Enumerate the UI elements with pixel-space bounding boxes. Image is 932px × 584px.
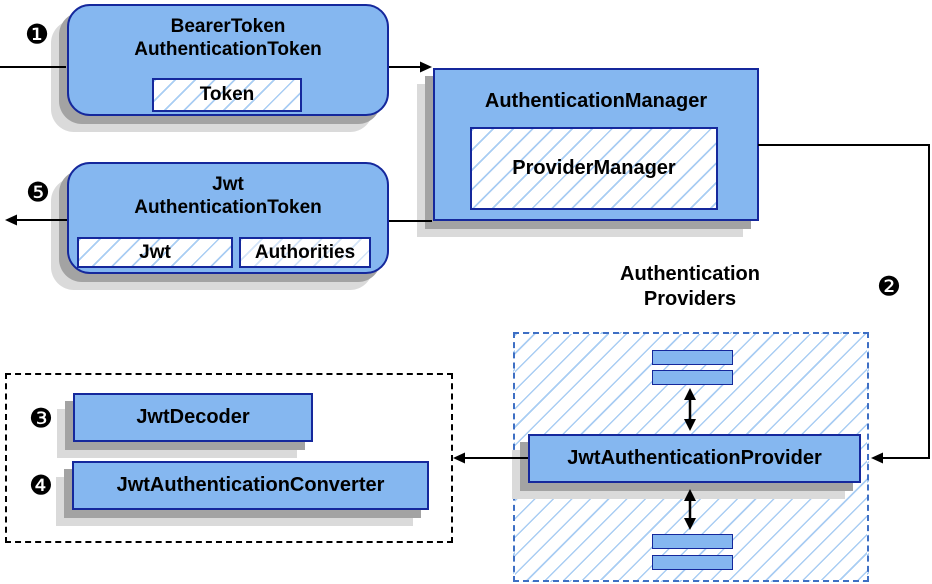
arrowhead-left-icon bbox=[5, 214, 17, 226]
bearer-token-node: BearerToken AuthenticationToken Token bbox=[67, 4, 389, 116]
provider-bar bbox=[652, 350, 733, 365]
step-4-marker: ❹ bbox=[28, 470, 54, 502]
jwt-token-title: Jwt AuthenticationToken bbox=[69, 164, 387, 219]
auth-manager-title: AuthenticationManager bbox=[484, 90, 708, 112]
providers-group-label: Authentication Providers bbox=[595, 262, 785, 312]
arrowhead-right-icon bbox=[420, 61, 432, 73]
arrowhead-left-icon bbox=[453, 452, 465, 464]
step-3-marker: ❸ bbox=[28, 403, 54, 435]
step-2-marker: ❷ bbox=[876, 271, 902, 303]
authorities-chip: Authorities bbox=[239, 237, 371, 268]
provider-bar bbox=[652, 534, 733, 549]
jwt-chip: Jwt bbox=[77, 237, 233, 268]
jwt-token-title-line2: AuthenticationToken bbox=[134, 197, 322, 218]
auth-manager-node: AuthenticationManager ProviderManager bbox=[433, 68, 759, 221]
jwt-decoder-node: JwtDecoder bbox=[73, 393, 313, 442]
providers-group-label-line2: Providers bbox=[643, 288, 737, 310]
provider-bar bbox=[652, 370, 733, 385]
jwt-token-node: Jwt AuthenticationToken Jwt Authorities bbox=[67, 162, 389, 274]
provider-manager-chip: ProviderManager bbox=[470, 127, 718, 210]
providers-group-label-line1: Authentication bbox=[620, 263, 760, 285]
arrowhead-left-icon bbox=[871, 452, 883, 464]
bearer-token-title-line2: AuthenticationToken bbox=[134, 39, 322, 60]
token-chip: Token bbox=[152, 78, 302, 112]
step-1-marker: ❶ bbox=[24, 19, 50, 51]
bearer-token-title: BearerToken AuthenticationToken bbox=[69, 6, 387, 61]
step-5-marker: ❺ bbox=[25, 177, 51, 209]
bearer-token-title-line1: BearerToken bbox=[170, 16, 286, 37]
jwt-authentication-provider-node: JwtAuthenticationProvider bbox=[528, 434, 861, 483]
jwt-token-title-line1: Jwt bbox=[212, 174, 244, 195]
provider-bar bbox=[652, 555, 733, 570]
jwt-authentication-converter-node: JwtAuthenticationConverter bbox=[72, 461, 429, 510]
